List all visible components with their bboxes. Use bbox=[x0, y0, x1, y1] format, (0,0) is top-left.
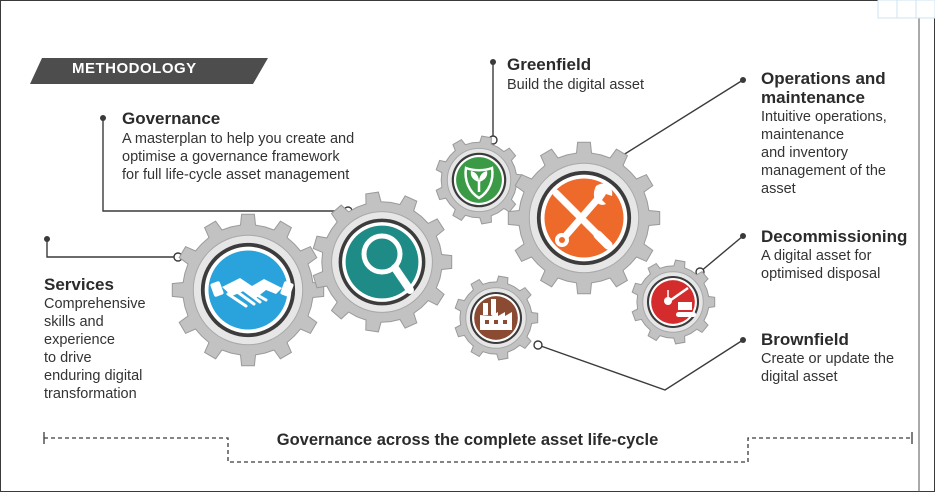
services-desc-2: skills and bbox=[44, 314, 104, 330]
decommissioning-desc-1: A digital asset for bbox=[761, 248, 872, 264]
governance-desc-2: optimise a governance framework bbox=[122, 149, 340, 165]
services-desc-3: experience bbox=[44, 332, 115, 348]
connector-dots bbox=[44, 59, 746, 343]
handshake-icon bbox=[210, 278, 294, 308]
methodology-badge bbox=[30, 58, 268, 84]
operations-desc-4: management of the bbox=[761, 163, 886, 179]
operations-block: Operations and maintenance Intuitive ope… bbox=[761, 69, 887, 198]
brownfield-block: Brownfield Create or update the digital … bbox=[761, 330, 894, 386]
services-desc-1: Comprehensive bbox=[44, 296, 146, 312]
decommissioning-block: Decommissioning A digital asset for opti… bbox=[761, 227, 907, 283]
greenfield-title: Greenfield bbox=[507, 55, 592, 74]
decommissioning-title: Decommissioning bbox=[761, 227, 908, 246]
plant-shield-icon bbox=[464, 166, 494, 200]
brownfield-desc-1: Create or update the bbox=[761, 351, 895, 367]
decommissioning-desc-2: optimised disposal bbox=[761, 266, 881, 282]
governance-connector bbox=[102, 118, 348, 212]
greenfield-block: Greenfield Build the digital asset bbox=[507, 55, 644, 94]
operations-title-1: Operations and bbox=[761, 69, 886, 88]
operations-desc-5: asset bbox=[761, 181, 796, 197]
operations-connector bbox=[611, 79, 744, 163]
operations-desc-3: and inventory bbox=[761, 145, 849, 161]
greenfield-desc: Build the digital asset bbox=[507, 77, 645, 93]
operations-desc-2: maintenance bbox=[761, 127, 845, 143]
decommissioning-connector bbox=[699, 235, 744, 273]
factory-icon bbox=[480, 299, 512, 330]
magnifier-icon bbox=[361, 233, 414, 294]
governance-desc-3: for full life-cycle asset management bbox=[122, 167, 350, 183]
brownfield-desc-2: digital asset bbox=[761, 369, 838, 385]
governance-title: Governance bbox=[122, 109, 221, 128]
wrench-screwdriver-icon bbox=[552, 183, 613, 250]
brownfield-title: Brownfield bbox=[761, 330, 849, 349]
services-title: Services bbox=[44, 275, 114, 294]
services-desc-5: enduring digital bbox=[44, 368, 143, 384]
operations-desc-1: Intuitive operations, bbox=[761, 109, 887, 125]
services-block: Services Comprehensive skills and experi… bbox=[44, 275, 146, 403]
services-desc-4: to drive bbox=[44, 350, 92, 366]
footer-caption: Governance across the complete asset lif… bbox=[276, 431, 659, 449]
operations-title-2: maintenance bbox=[761, 88, 865, 107]
brownfield-connector bbox=[537, 339, 744, 391]
wrecking-crane-icon bbox=[664, 286, 696, 317]
governance-desc-1: A masterplan to help you create and bbox=[122, 131, 355, 147]
services-desc-6: transformation bbox=[44, 386, 137, 402]
services-connector bbox=[46, 239, 178, 258]
connector-lines bbox=[46, 62, 744, 391]
governance-block: Governance A masterplan to help you crea… bbox=[122, 109, 354, 184]
methodology-title: METHODOLOGY bbox=[72, 60, 197, 77]
